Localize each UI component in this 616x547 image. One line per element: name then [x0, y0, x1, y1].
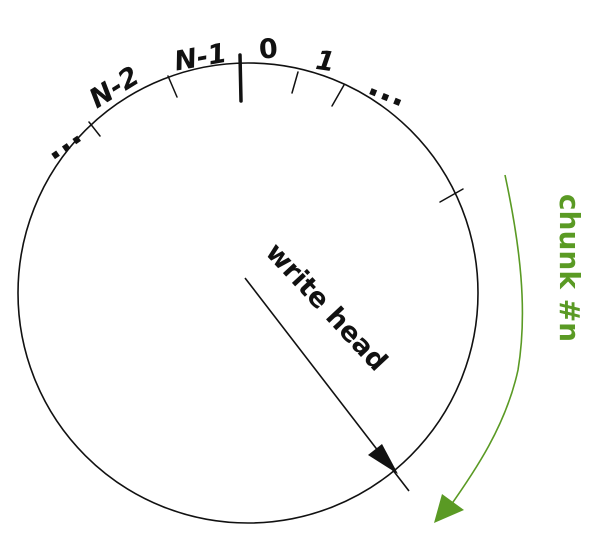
- write-head-arrowhead: [368, 444, 398, 474]
- write-head-arrow: [244, 277, 410, 492]
- label-ellipsis-left: ...: [34, 113, 89, 168]
- chunk-label: chunk #n: [553, 194, 586, 342]
- label-n-minus-2: N-2: [84, 61, 145, 115]
- label-n-minus-1: N-1: [172, 38, 229, 78]
- label-zero: 0: [258, 33, 279, 65]
- tick-mark: [238, 53, 243, 103]
- chunk-arrow: [434, 174, 524, 523]
- chunk-arrow-curve: [445, 174, 524, 513]
- tick-mark: [88, 121, 101, 137]
- tick-mark: [439, 188, 464, 203]
- chunk-arrowhead: [434, 494, 464, 523]
- ring-buffer-circle: [17, 62, 479, 524]
- write-head-label: write head: [259, 237, 393, 378]
- tick-mark: [167, 75, 178, 98]
- label-ellipsis-right: ...: [363, 64, 414, 116]
- segment-ticks: [88, 53, 464, 203]
- label-one: 1: [314, 45, 337, 78]
- tick-mark: [291, 71, 299, 94]
- tick-mark: [331, 84, 345, 107]
